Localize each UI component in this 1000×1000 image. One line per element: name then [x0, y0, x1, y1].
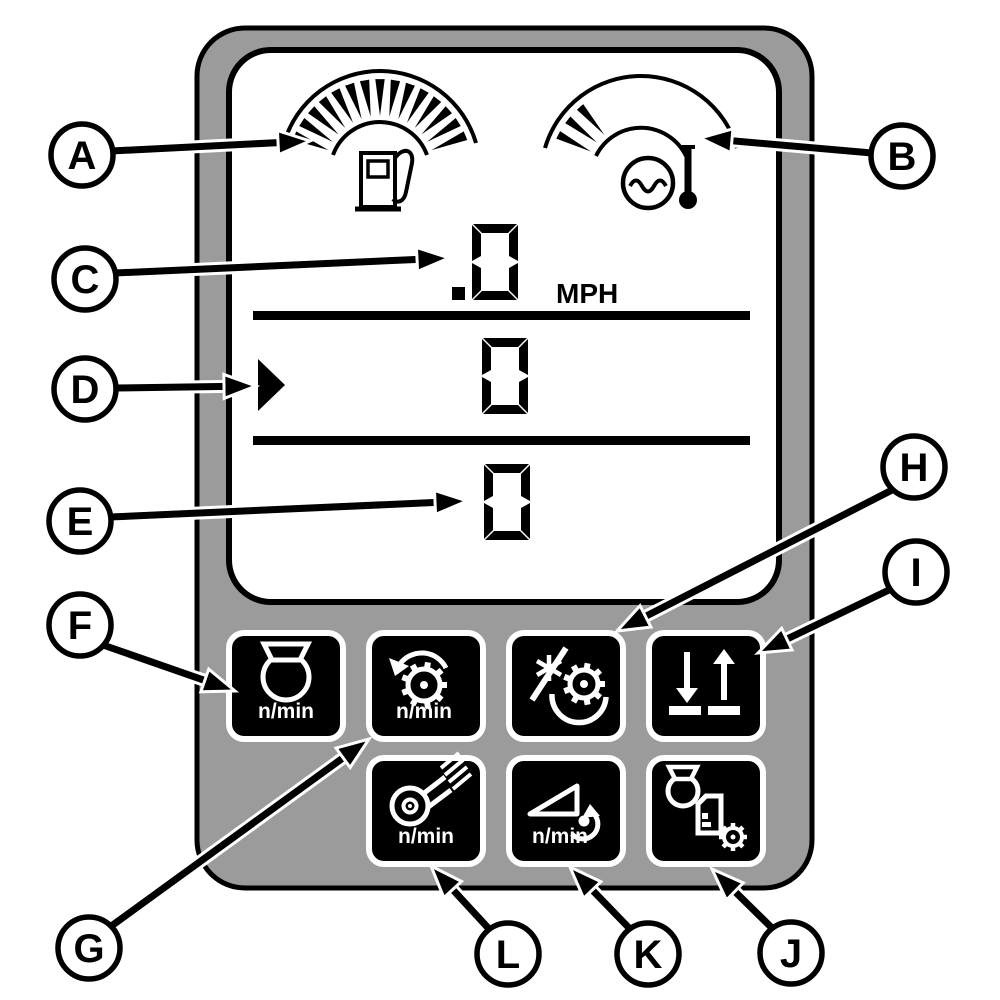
callout-B: B: [868, 122, 936, 190]
svg-text:B: B: [888, 135, 917, 179]
svg-text:E: E: [67, 500, 94, 544]
lcd-display: [226, 47, 782, 605]
callout-F: F: [46, 591, 114, 659]
separator-engage-icon: [529, 646, 609, 726]
svg-text:G: G: [73, 927, 104, 971]
callout-K: K: [614, 920, 682, 988]
separator-line-bottom: [253, 436, 750, 445]
coolant-temperature-icon: [620, 145, 697, 211]
separator-line-top: [253, 311, 750, 320]
button-cleaning-fan-speed[interactable]: n/min: [366, 751, 486, 867]
seven-segment-readouts: [452, 224, 530, 540]
svg-text:L: L: [496, 933, 520, 977]
svg-text:A: A: [68, 134, 97, 178]
button-rotor-speed[interactable]: n/min: [366, 630, 486, 742]
button-engine-gearbox[interactable]: [646, 755, 766, 867]
row-pointer-triangle: [258, 359, 285, 411]
svg-text:F: F: [68, 604, 92, 648]
svg-text:H: H: [900, 446, 929, 490]
speed-unit-label: MPH: [556, 278, 618, 309]
button-conveyor-auger-speed[interactable]: n/min: [506, 755, 626, 867]
svg-text:J: J: [780, 932, 802, 976]
button-header-raise-lower[interactable]: [646, 630, 766, 742]
callout-arrows: [100, 126, 897, 935]
callout-L: L: [474, 920, 542, 988]
callout-C: C: [51, 245, 119, 313]
callout-J: J: [757, 919, 825, 987]
button-label: n/min: [258, 700, 314, 723]
callout-G: G: [55, 914, 123, 982]
rotor-speed-icon: [389, 650, 449, 709]
callout-I: I: [882, 538, 950, 606]
callout-A: A: [48, 121, 116, 189]
button-separator-engage[interactable]: [506, 630, 626, 742]
cleaning-fan-speed-icon: [389, 751, 473, 827]
svg-text:I: I: [910, 551, 921, 595]
temperature-gauge: [543, 74, 739, 211]
button-label: n/min: [398, 825, 454, 848]
engine-speed-icon: [259, 641, 313, 703]
button-engine-speed[interactable]: n/min: [226, 630, 346, 742]
callout-D: D: [51, 355, 119, 423]
button-label: n/min: [532, 825, 588, 848]
engine-gearbox-icon: [665, 764, 747, 851]
callout-E: E: [46, 487, 114, 555]
svg-text:K: K: [634, 933, 663, 977]
button-label: n/min: [396, 700, 452, 723]
header-raise-lower-icon: [669, 649, 740, 715]
svg-text:C: C: [71, 258, 100, 302]
conveyor-auger-speed-icon: [527, 783, 601, 842]
temperature-gauge-bars: [556, 104, 605, 152]
svg-text:D: D: [71, 368, 100, 412]
fuel-pump-icon: [355, 148, 415, 212]
callout-H: H: [880, 433, 948, 501]
